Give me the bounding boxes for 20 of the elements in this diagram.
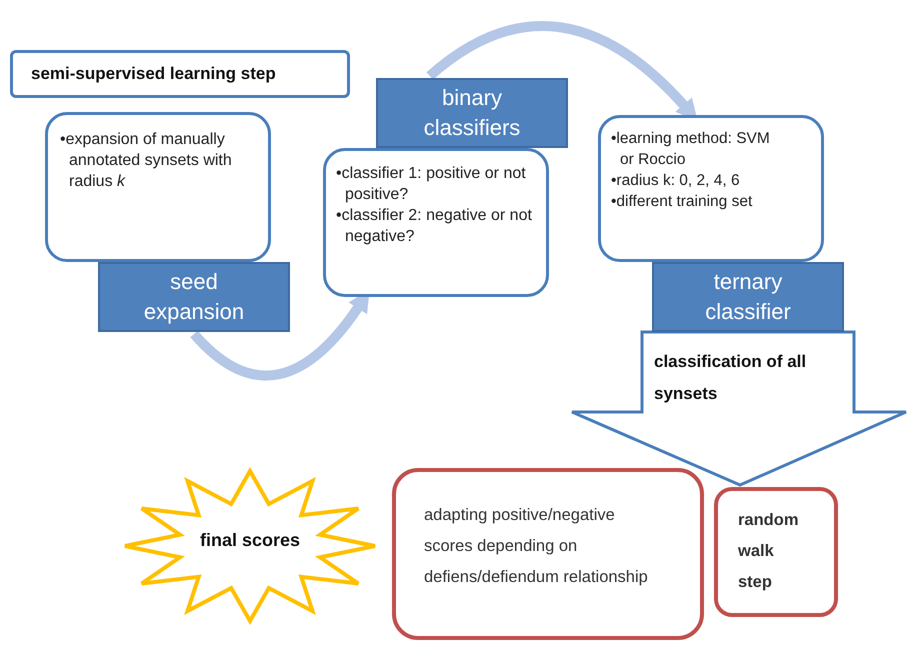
stage-title-box: seed expansion [98,262,290,332]
bullet-text: •classifier 2: negative or not negative? [336,206,533,247]
bullet-text: •learning method: SVM or Roccio [611,129,771,170]
step-label: semi-supervised learning step [31,64,276,84]
stage-title-box: ternary classifier [652,262,844,332]
rounded-box [714,487,838,617]
bullet-text: •different training set [611,192,754,212]
bullet-text: •classifier 1: positive or not positive? [336,164,527,205]
bullet-text: •expansion of manually annotated synsets with radius k [60,130,233,192]
box-text: random walk step [738,510,800,593]
rounded-box [392,468,704,640]
bullet-text: •radius k: 0, 2, 4, 6 [611,171,741,191]
bullet-card [323,148,549,297]
bullet-card [45,112,271,262]
stage-title-box: binary classifiers [376,78,568,148]
step-label-box [10,50,350,98]
box-text: adapting positive/negative scores depending on defiens/defiendum relationship [424,505,649,588]
starburst [122,468,378,624]
starburst-text: final scores [198,530,302,551]
bullet-card [598,115,824,262]
